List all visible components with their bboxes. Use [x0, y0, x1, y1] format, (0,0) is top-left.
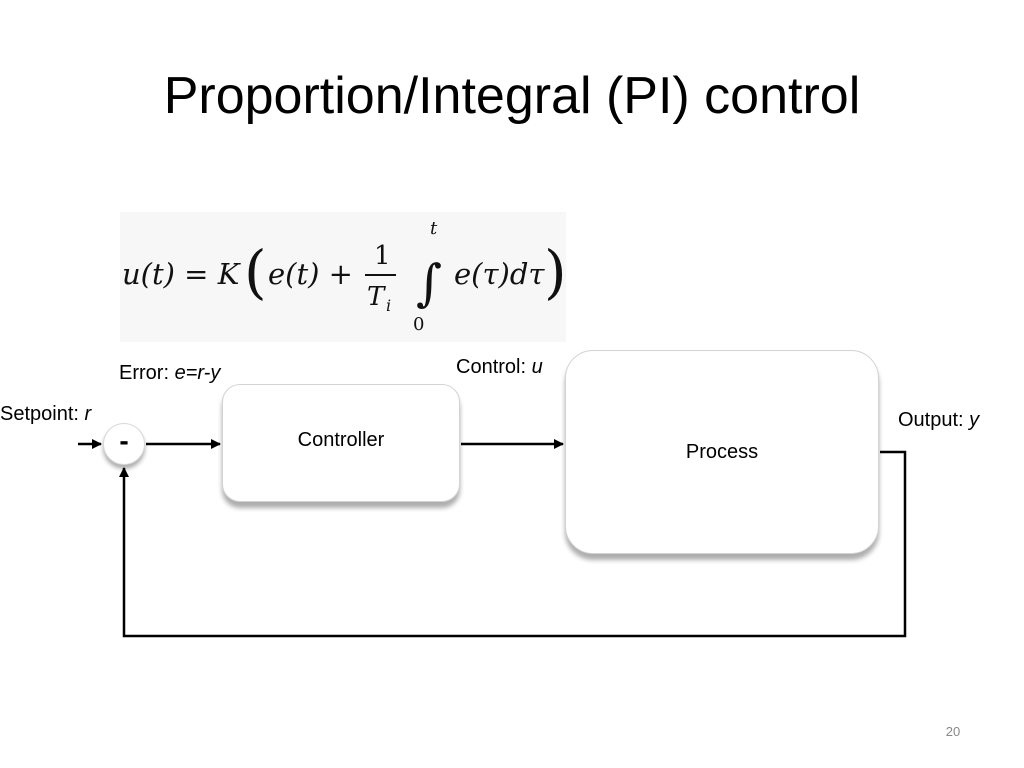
output-variable: y: [969, 409, 980, 431]
controller-label: Controller: [297, 428, 385, 451]
page-number: 20: [945, 724, 961, 739]
formula-open-paren: (: [244, 238, 267, 306]
formula-upper-limit: t: [430, 218, 438, 239]
formula-integral-sign: ∫: [416, 254, 442, 312]
controller-block: Controller: [222, 384, 460, 502]
setpoint-label-text: Setpoint:: [0, 403, 85, 425]
error-label: Error: e=r-y: [119, 361, 220, 385]
slide-title: Proportion/Integral (PI) control: [163, 67, 861, 125]
formula-frac-num: 1: [374, 241, 391, 271]
formula-close-paren: ): [544, 238, 566, 306]
formula-frac-den-sub: i: [386, 296, 391, 315]
formula-lhs: u(t) = K: [122, 257, 242, 291]
setpoint-label: Setpoint: r: [0, 402, 91, 426]
control-label: Control: u: [456, 355, 543, 379]
error-expression: e=r-y: [174, 362, 221, 384]
setpoint-variable: r: [84, 403, 92, 425]
output-label-text: Output:: [898, 409, 970, 431]
error-label-text: Error:: [119, 362, 175, 384]
formula-svg: u(t) = K ( e(t) + 1 T i ∫ t 0 e(τ)dτ ): [122, 218, 566, 335]
minus-sign: -: [119, 425, 129, 456]
output-label: Output: y: [898, 408, 979, 432]
control-label-text: Control:: [456, 356, 532, 378]
pi-control-formula: u(t) = K ( e(t) + 1 T i ∫ t 0 e(τ)dτ ): [120, 212, 566, 342]
formula-integrand: e(τ)dτ: [454, 257, 545, 291]
formula-e-t: e(t) +: [268, 257, 353, 291]
formula-frac-den: T: [367, 282, 386, 312]
process-block: Process: [565, 350, 879, 554]
formula-lower-limit: 0: [413, 314, 424, 335]
summing-junction: -: [103, 423, 145, 465]
control-variable: u: [531, 356, 543, 378]
feedback-path: [119, 450, 907, 638]
process-label: Process: [685, 440, 759, 463]
